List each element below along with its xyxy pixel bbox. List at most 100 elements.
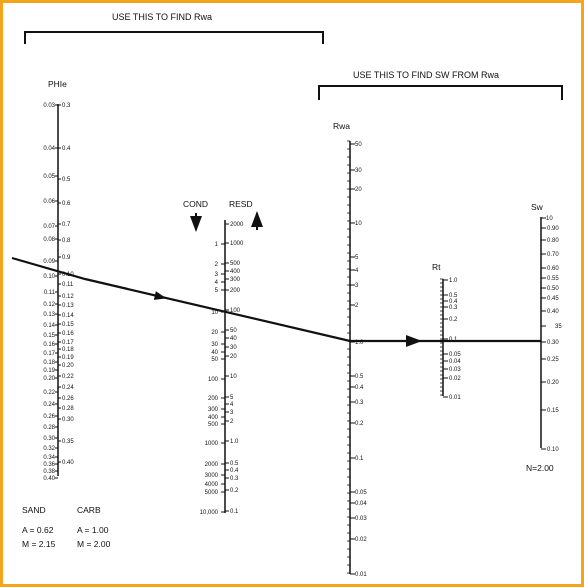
svg-text:0.30: 0.30 <box>43 436 55 442</box>
svg-text:0.4: 0.4 <box>355 385 364 391</box>
svg-text:0.50: 0.50 <box>547 286 559 292</box>
svg-text:0.55: 0.55 <box>547 276 559 282</box>
svg-text:0.26: 0.26 <box>62 396 74 402</box>
svg-text:0.5: 0.5 <box>230 461 239 467</box>
svg-text:0.4: 0.4 <box>449 299 458 305</box>
svg-text:0.15: 0.15 <box>62 322 74 328</box>
svg-text:3: 3 <box>230 410 234 416</box>
svg-text:0.04: 0.04 <box>355 501 367 507</box>
svg-text:0.3: 0.3 <box>355 400 364 406</box>
svg-text:0.40: 0.40 <box>62 460 74 466</box>
svg-text:0.2: 0.2 <box>355 421 364 427</box>
svg-text:0.36: 0.36 <box>43 462 55 468</box>
cond-title: COND <box>183 199 208 209</box>
svg-text:0.4: 0.4 <box>62 146 71 152</box>
svg-text:0.6: 0.6 <box>62 201 71 207</box>
svg-text:0.1: 0.1 <box>449 337 458 343</box>
sand-a: A = 0.62 <box>22 525 54 535</box>
sand-m: M = 2.15 <box>22 539 56 549</box>
svg-text:400: 400 <box>208 415 219 421</box>
svg-text:1.0: 1.0 <box>449 278 458 284</box>
svg-text:0.11: 0.11 <box>62 282 74 288</box>
svg-text:10: 10 <box>230 374 237 380</box>
svg-text:0.02: 0.02 <box>355 537 367 543</box>
phie-title: PHIe <box>48 79 67 89</box>
sw-title: Sw <box>531 202 544 212</box>
svg-text:0.1: 0.1 <box>230 509 239 515</box>
svg-text:300: 300 <box>208 407 219 413</box>
svg-text:20: 20 <box>211 330 218 336</box>
svg-text:0.70: 0.70 <box>547 252 559 258</box>
svg-text:0.2: 0.2 <box>449 317 458 323</box>
svg-text:0.40: 0.40 <box>43 476 55 482</box>
svg-text:0.19: 0.19 <box>43 368 55 374</box>
svg-text:4: 4 <box>230 402 234 408</box>
svg-text:0.12: 0.12 <box>43 302 55 308</box>
svg-text:5: 5 <box>215 288 219 294</box>
svg-text:4000: 4000 <box>205 482 219 488</box>
svg-text:0.12: 0.12 <box>62 294 74 300</box>
svg-text:30: 30 <box>355 168 362 174</box>
svg-text:0.4: 0.4 <box>230 468 239 474</box>
svg-text:4: 4 <box>215 280 219 286</box>
sw-labels: 10 0.90 0.80 0.70 0.60 0.55 0.50 0.45 0.… <box>546 216 562 453</box>
svg-text:100: 100 <box>230 308 241 314</box>
svg-text:0.05: 0.05 <box>355 490 367 496</box>
svg-text:0.15: 0.15 <box>43 333 55 339</box>
svg-text:0.18: 0.18 <box>62 347 74 353</box>
svg-text:0.20: 0.20 <box>547 380 559 386</box>
svg-text:30: 30 <box>211 342 218 348</box>
svg-text:0.35: 0.35 <box>62 439 74 445</box>
svg-text:10: 10 <box>211 310 218 316</box>
svg-text:1.0: 1.0 <box>355 340 364 346</box>
svg-text:0.90: 0.90 <box>547 226 559 232</box>
svg-text:20: 20 <box>355 187 362 193</box>
svg-text:0.25: 0.25 <box>547 357 559 363</box>
solution-arrow-1 <box>139 291 167 300</box>
svg-text:0.17: 0.17 <box>62 340 74 346</box>
svg-text:0.09: 0.09 <box>43 259 55 265</box>
svg-text:0.05: 0.05 <box>43 174 55 180</box>
svg-text:5000: 5000 <box>205 490 219 496</box>
svg-text:10: 10 <box>546 216 553 222</box>
svg-text:0.02: 0.02 <box>449 376 461 382</box>
svg-text:0.45: 0.45 <box>547 296 559 302</box>
resd-labels: 2000 1000 500 400 300 200 100 50 40 30 2… <box>230 222 244 515</box>
svg-text:0.7: 0.7 <box>62 222 71 228</box>
find-sw-header: USE THIS TO FIND SW FROM Rwa <box>353 70 499 80</box>
svg-text:500: 500 <box>208 422 219 428</box>
svg-text:3: 3 <box>215 272 219 278</box>
svg-text:100: 100 <box>208 377 219 383</box>
svg-text:0.20: 0.20 <box>62 363 74 369</box>
svg-text:2000: 2000 <box>230 222 244 228</box>
svg-text:0.10: 0.10 <box>547 447 559 453</box>
svg-text:50: 50 <box>355 142 362 148</box>
svg-text:0.16: 0.16 <box>43 342 55 348</box>
phie-left-labels: 0.03 0.04 0.05 0.06 0.07 0.08 0.09 0.10 … <box>43 103 55 482</box>
svg-text:5: 5 <box>230 395 234 401</box>
svg-text:1000: 1000 <box>230 241 244 247</box>
svg-text:5: 5 <box>355 255 359 261</box>
svg-text:50: 50 <box>230 328 237 334</box>
svg-text:0.10: 0.10 <box>43 274 55 280</box>
rwa-labels: 50 30 20 10 5 4 3 2 1.0 0.5 0.4 0.3 0.2 … <box>355 142 367 578</box>
svg-text:40: 40 <box>230 336 237 342</box>
rwa-title: Rwa <box>333 121 350 131</box>
svg-text:0.13: 0.13 <box>43 312 55 318</box>
svg-text:10,000: 10,000 <box>200 510 219 516</box>
svg-text:0.03: 0.03 <box>449 367 461 373</box>
svg-text:1000: 1000 <box>205 441 219 447</box>
resd-title: RESD <box>229 199 253 209</box>
svg-text:0.01: 0.01 <box>355 572 367 578</box>
svg-text:0.15: 0.15 <box>547 408 559 414</box>
svg-text:0.32: 0.32 <box>43 446 55 452</box>
svg-text:3: 3 <box>355 283 359 289</box>
svg-text:10: 10 <box>355 221 362 227</box>
svg-text:40: 40 <box>211 350 218 356</box>
svg-text:0.03: 0.03 <box>355 516 367 522</box>
svg-text:0.30: 0.30 <box>547 340 559 346</box>
svg-text:2: 2 <box>230 419 234 425</box>
svg-text:0.2: 0.2 <box>230 488 239 494</box>
